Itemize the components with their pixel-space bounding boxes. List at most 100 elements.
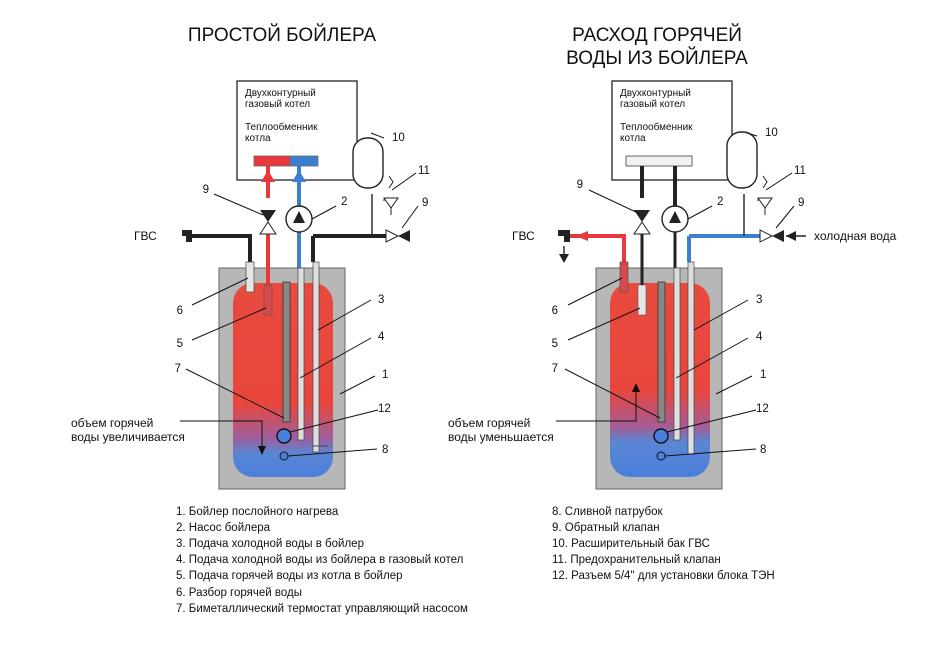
left-title: ПРОСТОЙ БОЙЛЕРА [188,24,376,46]
right-title-line1: РАСХОД ГОРЯЧЕЙ [572,24,742,46]
right-expansion-tank [726,131,758,189]
right-dhw-tube [619,261,629,293]
left-dhw-tube [245,261,255,293]
left-inlet-valve-b [398,230,410,242]
right-gvs-label: ГВС [512,229,535,243]
right-safety-spring [762,175,768,189]
left-num-11: 11 [418,165,430,177]
right-safety-valve-icon [757,197,773,209]
right-num-10: 10 [765,127,778,139]
legend-item-5: 5. Подача горячей воды из котла в бойлер [176,570,403,582]
left-safety-spring [388,175,394,189]
right-num-7: 7 [552,363,558,375]
left-leader-lines [185,132,419,457]
left-num-9b: 9 [422,197,428,209]
legend-item-3: 3. Подача холодной воды в бойлер [176,538,364,550]
right-num-9b: 9 [798,197,804,209]
left-num-6: 6 [177,305,183,317]
left-down-arrow-head [258,446,266,455]
right-volume-pointer [556,404,637,422]
legend: 1. Бойлер послойного нагрева 2. Насос бо… [176,506,775,615]
left-box-line3: Теплообменник [245,121,318,133]
left-diagram: Двухконтурный газовый котел Теплообменни… [71,80,430,490]
right-box-line3: Теплообменник [620,121,693,133]
left-inlet-valve-a [385,229,400,243]
legend-item-12: 12. Разъем 5/4" для установки блока ТЭН [552,570,775,582]
left-hot-inlet-tube [263,284,273,316]
left-num-7: 7 [175,363,181,375]
left-return-tube [297,267,305,441]
left-volume-line2: воды увеличивается [71,430,185,444]
right-num-11: 11 [794,165,806,177]
left-heat-exchanger-hot [253,155,291,167]
right-dhw-arrow [576,231,588,241]
left-thermostat-tube [282,281,291,423]
right-cold-feed-arrow [786,231,796,241]
left-flange-12 [276,428,292,444]
right-num-1: 1 [760,369,766,381]
right-inlet-valve-a [759,229,774,243]
left-num-5: 5 [177,338,183,350]
left-check-valve-top [260,210,276,222]
right-drain-8 [656,451,666,461]
right-box-line4: котла [620,133,646,144]
right-box-line2: газовый котел [620,99,685,110]
left-expansion-tank [352,137,384,189]
right-pump-arrow [669,211,681,223]
left-box-line2: газовый котел [245,99,310,110]
left-cold-tube [312,261,320,453]
left-num-1: 1 [382,369,388,381]
left-num-9: 9 [203,184,209,196]
left-num-2: 2 [341,196,347,208]
left-drain-8 [279,451,289,461]
legend-item-10: 10. Расширительный бак ГВС [552,538,710,550]
legend-item-4: 4. Подача холодной воды из бойлера в газ… [176,554,463,566]
right-diagram: Двухконтурный газовый котел Теплообменни… [448,80,897,490]
legend-item-6: 6. Разбор горячей воды [176,587,302,599]
right-dhw-pipe [570,234,626,268]
legend-item-2: 2. Насос бойлера [176,522,271,534]
left-gvs-label: ГВС [134,229,157,243]
right-num-9: 9 [577,179,583,191]
right-num-2: 2 [717,196,723,208]
left-num-10: 10 [392,132,405,144]
right-supply-tube [637,284,647,316]
right-box-line1: Двухконтурный [620,88,691,99]
right-title-line2: ВОДЫ ИЗ БОЙЛЕРА [566,47,748,69]
right-heat-exchanger [625,155,693,167]
right-tap-icon [558,230,570,242]
legend-item-9: 9. Обратный клапан [552,522,660,534]
left-num-12: 12 [378,403,391,415]
right-return-tube [673,267,681,441]
right-flange-12 [653,428,669,444]
right-check-valve-bottom [633,221,651,235]
right-num-6: 6 [552,305,558,317]
left-dhw-pipe [192,234,252,268]
right-up-arrow-head [632,383,640,392]
left-volume-pointer [180,420,263,428]
left-volume-line1: объем горячей [71,416,153,430]
left-tap-icon [182,230,192,242]
legend-item-1: 1. Бойлер послойного нагрева [176,506,339,518]
right-num-4: 4 [756,331,763,343]
left-num-3: 3 [378,294,384,306]
left-num-4: 4 [378,331,385,343]
right-thermostat-tube [657,281,666,423]
right-tap-flow-arrow [559,254,569,263]
right-num-3: 3 [756,294,762,306]
left-cold-arrow [292,170,306,182]
left-box-line1: Двухконтурный [245,88,316,99]
right-num-12: 12 [756,403,769,415]
legend-item-7: 7. Биметаллический термостат управляющий… [176,603,468,615]
legend-item-11: 11. Предохранительный клапан [552,554,721,566]
left-pump-arrow [293,211,305,223]
right-volume-line2: воды уменьшается [448,430,554,444]
right-cold-label: холодная вода [814,229,897,243]
left-num-8: 8 [382,444,388,456]
left-safety-valve-icon [383,197,399,209]
legend-item-8: 8. Сливной патрубок [552,506,663,518]
left-heat-exchanger-cold [289,155,319,167]
left-check-valve-bottom [259,221,277,235]
